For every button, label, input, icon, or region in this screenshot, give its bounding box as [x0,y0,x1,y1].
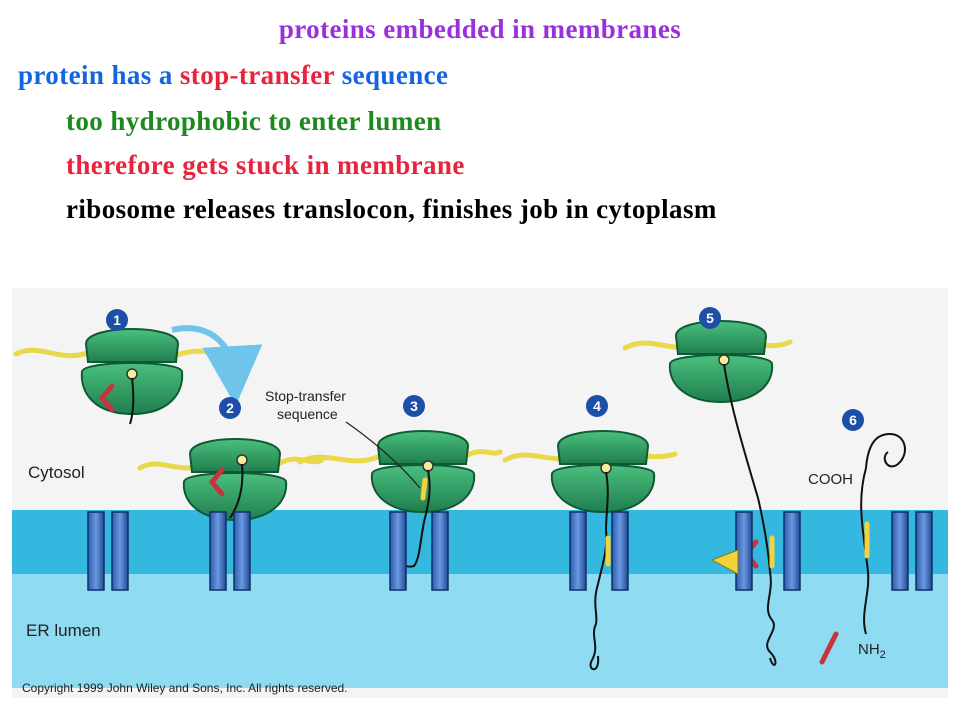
stop-transfer-label-line1: Stop-transfer [265,388,346,404]
ribosome-5 [668,320,774,404]
stop-transfer-label-line2: sequence [277,406,338,422]
step-4-label: 4 [593,398,601,414]
bullet-ribosome-release: ribosome releases translocon, finishes j… [66,194,717,224]
peptidyl-sites [126,354,730,474]
bullet-text-part: sequence [334,60,449,90]
ribosome-4 [550,430,656,514]
bullet-stop-transfer: protein has a stop-transfer sequence [18,60,448,91]
er-membrane [12,510,948,574]
step-arrow [171,325,263,406]
slide-title: proteins embedded in membranes [278,14,682,44]
membrane-protein-diagram: Cytosol ER lumen [12,288,948,698]
er-lumen-label: ER lumen [26,621,101,640]
step-6-label: 6 [849,412,857,428]
cooh-label: COOH [808,471,853,488]
step-3-label: 3 [410,398,418,414]
bullet-text-part: protein has a [18,60,180,90]
bullet-highlight-stop-transfer: stop-transfer [179,60,335,90]
copyright-notice: Copyright 1999 John Wiley and Sons, Inc.… [22,681,348,695]
step-5-label: 5 [706,310,714,326]
er-lumen-region [12,572,948,688]
nh2-label: NH2 [858,641,886,661]
bullet-hydrophobic: too hydrophobic to enter lumen [66,106,442,136]
step-2-label: 2 [226,400,234,416]
stop-transfer-pointer [345,421,421,489]
bullet-stuck: therefore gets stuck in membrane [66,150,465,180]
cytosol-label: Cytosol [28,463,85,482]
step-badges: 1 2 3 4 5 6 [106,307,864,431]
step-1-label: 1 [113,312,121,328]
polypeptide-chains [129,363,906,671]
signal-peptidase [710,549,739,575]
stop-transfer-segments [420,477,870,569]
translocon-pores [87,511,933,591]
ribosome-2 [182,438,288,522]
